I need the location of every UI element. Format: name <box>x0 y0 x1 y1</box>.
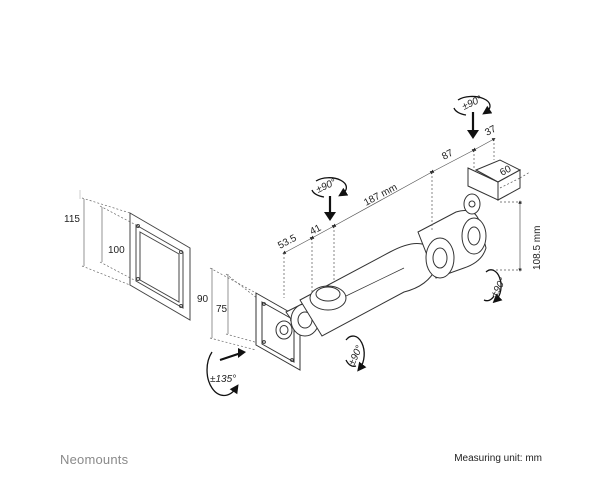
measuring-unit-note: Measuring unit: mm <box>454 453 542 464</box>
vesa-plate-100 <box>129 212 191 321</box>
front-arm <box>299 243 437 337</box>
rotation-arrow-icon <box>483 269 503 304</box>
rotation-arrow-icon <box>206 348 246 397</box>
rotation-label-mid-arm: ±90° <box>489 276 509 299</box>
dim-87: 87 <box>440 148 455 163</box>
dim-lines-90-75 <box>209 267 263 351</box>
dim-100: 100 <box>108 245 125 256</box>
dim-53-5: 53.5 <box>276 233 299 252</box>
dim-lines-115-100 <box>79 190 137 286</box>
dim-41: 41 <box>308 223 323 238</box>
rotation-arrow-icon <box>311 177 349 198</box>
dim-187: 187 mm <box>362 182 399 209</box>
dim-75: 75 <box>216 304 228 315</box>
arm-dimension-lines <box>282 138 531 298</box>
dim-37: 37 <box>483 124 498 139</box>
rear-arm <box>417 210 487 279</box>
rotation-arrow-icon <box>345 335 367 372</box>
dim-90: 90 <box>197 294 209 305</box>
rotation-arrow-icon <box>453 95 493 116</box>
dim-108-5: 108.5 mm <box>532 226 543 270</box>
rotation-label-head-swivel: ±135° <box>210 374 236 385</box>
brand-logo-text: Neomounts <box>60 452 129 467</box>
dim-115: 115 <box>64 214 80 225</box>
dim-60: 60 <box>498 164 513 179</box>
wall-bracket <box>463 159 522 215</box>
down-arrow-icon <box>467 112 479 139</box>
down-arrow-icon <box>324 196 336 221</box>
height-dimension-line <box>488 200 524 272</box>
